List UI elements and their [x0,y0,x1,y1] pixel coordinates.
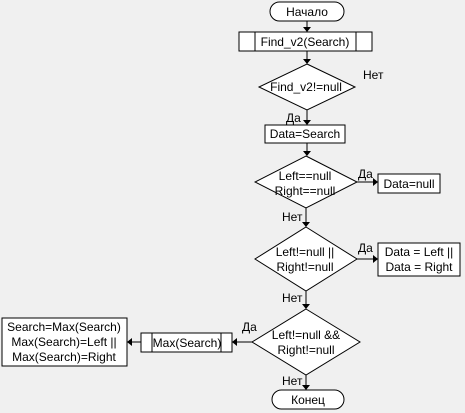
leaf-condition-line2: Right==null [275,184,336,198]
max-result-line2: Max(Search)=Left || [11,335,116,349]
max-subroutine-block: Max(Search) [140,332,233,353]
leaf-yes-label: Да [358,167,373,181]
one-child-yes-label: Да [358,241,373,255]
two-children-yes-label: Да [242,320,257,334]
one-child-decision: Left!=null || Right!=null [254,226,358,292]
two-children-condition-line1: Left!=null && [272,328,340,342]
end-terminal: Конец [271,389,345,410]
max-subroutine-label: Max(Search) [153,336,222,350]
two-children-condition-line2: Right!=null [277,343,334,357]
max-result-line3: Max(Search)=Right [12,350,116,364]
find-result-decision: Find_v2!=null [257,63,357,111]
one-child-condition-line1: Left!=null || [276,245,335,259]
find-subroutine-label: Find_v2(Search) [261,35,350,49]
leaf-no-label: Нет [282,210,303,224]
set-child-block: Data = Left || Data = Right [377,242,461,277]
start-terminal: Начало [269,1,345,22]
assign-data-block: Data=Search [264,124,346,144]
end-label: Конец [291,393,325,407]
set-null-label: Data=null [383,177,434,191]
leaf-condition-line1: Left==null [279,169,332,183]
set-child-line1: Data = Left || [385,245,454,259]
find-result-no-label: Нет [363,68,384,82]
assign-data-label: Data=Search [270,127,340,141]
find-subroutine-block: Find_v2(Search) [238,31,373,52]
two-children-no-label: Нет [282,374,303,388]
find-result-condition: Find_v2!=null [270,80,342,94]
start-label: Начало [286,5,328,19]
max-result-line1: Search=Max(Search) [7,320,121,334]
leaf-decision: Left==null Right==null [253,155,359,209]
one-child-condition-line2: Right!=null [276,260,333,274]
find-result-yes-label: Да [286,111,301,125]
set-null-block: Data=null [377,173,441,194]
one-child-no-label: Нет [282,291,303,305]
two-children-decision: Left!=null && Right!=null [251,308,361,376]
max-result-block: Search=Max(Search) Max(Search)=Left || M… [1,317,128,367]
set-child-line2: Data = Right [385,260,453,274]
